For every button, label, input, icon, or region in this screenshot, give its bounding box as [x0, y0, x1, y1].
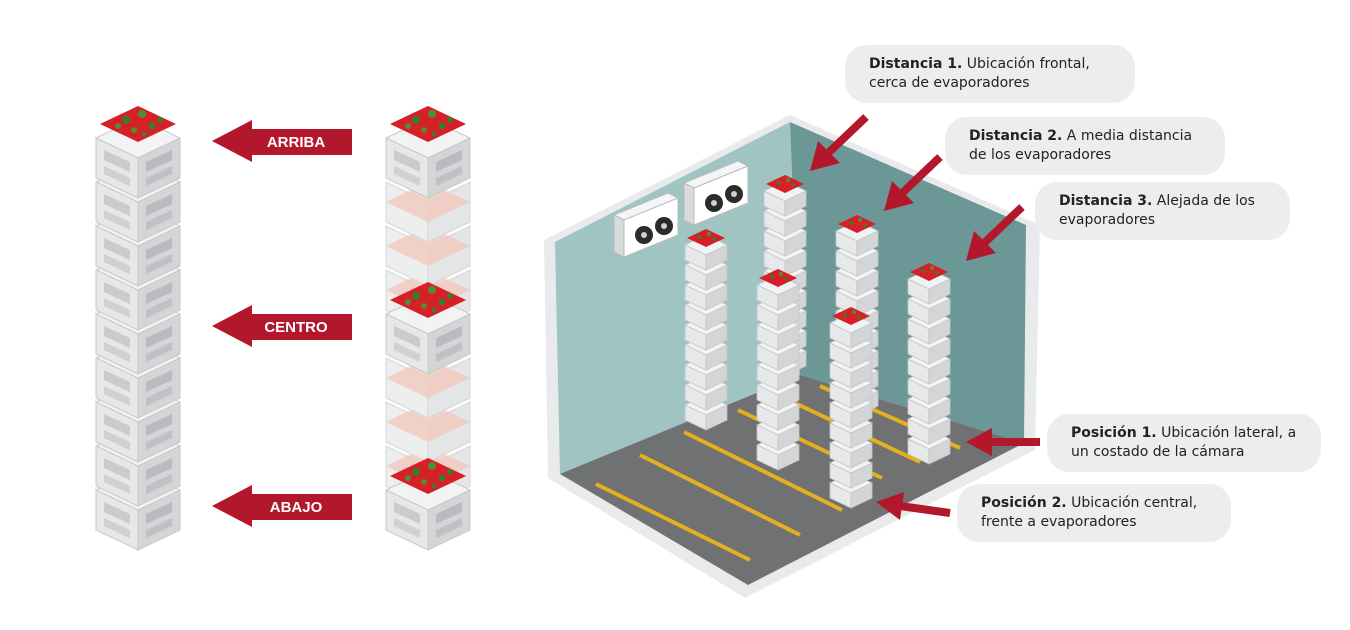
callout-position-2: Posición 2. Ubicación central, frente a … — [957, 484, 1231, 542]
level-label-top: ARRIBA — [267, 134, 325, 151]
callout-position-1-text: Ubicación lateral, a un costado de la cá… — [1071, 425, 1297, 460]
full-stack — [95, 106, 181, 551]
callout-distance-2-text: A media distancia de los evaporadores — [969, 128, 1193, 163]
callout-position-2-title: Posición 2. — [981, 495, 1067, 511]
room-stack-right — [907, 263, 951, 465]
arrow-position-2 — [876, 492, 951, 520]
callout-distance-1: Distancia 1. Ubicación frontal, cerca de… — [845, 45, 1135, 103]
callout-position-2-text: Ubicación central, frente a evaporadores — [981, 495, 1198, 530]
room-stack-center — [756, 269, 800, 471]
callout-distance-2-title: Distancia 2. — [969, 128, 1063, 144]
callout-distance-3-text: Alejada de los evaporadores — [1059, 193, 1255, 228]
level-label-middle: CENTRO — [264, 319, 328, 336]
level-arrow-middle: CENTRO — [212, 305, 352, 347]
callout-distance-1-title: Distancia 1. — [869, 56, 963, 72]
sampled-stack — [385, 106, 471, 551]
callout-position-1: Posición 1. Ubicación lateral, a un cost… — [1047, 414, 1321, 472]
room-stack-front-center — [829, 307, 873, 509]
callout-distance-2: Distancia 2. A media distancia de los ev… — [945, 117, 1225, 175]
back-wall-left — [555, 122, 800, 474]
callout-distance-1-text: Ubicación frontal, cerca de evaporadores — [869, 56, 1090, 91]
room-stack-front-left — [684, 229, 728, 431]
callout-position-1-title: Posición 1. — [1071, 425, 1157, 441]
callout-distance-3-title: Distancia 3. — [1059, 193, 1153, 209]
callout-distance-3: Distancia 3. Alejada de los evaporadores — [1035, 182, 1290, 240]
level-label-bottom: ABAJO — [270, 499, 323, 516]
arrow-position-1 — [966, 428, 1040, 456]
level-arrow-top: ARRIBA — [212, 120, 352, 162]
level-arrow-bottom: ABAJO — [212, 485, 352, 527]
